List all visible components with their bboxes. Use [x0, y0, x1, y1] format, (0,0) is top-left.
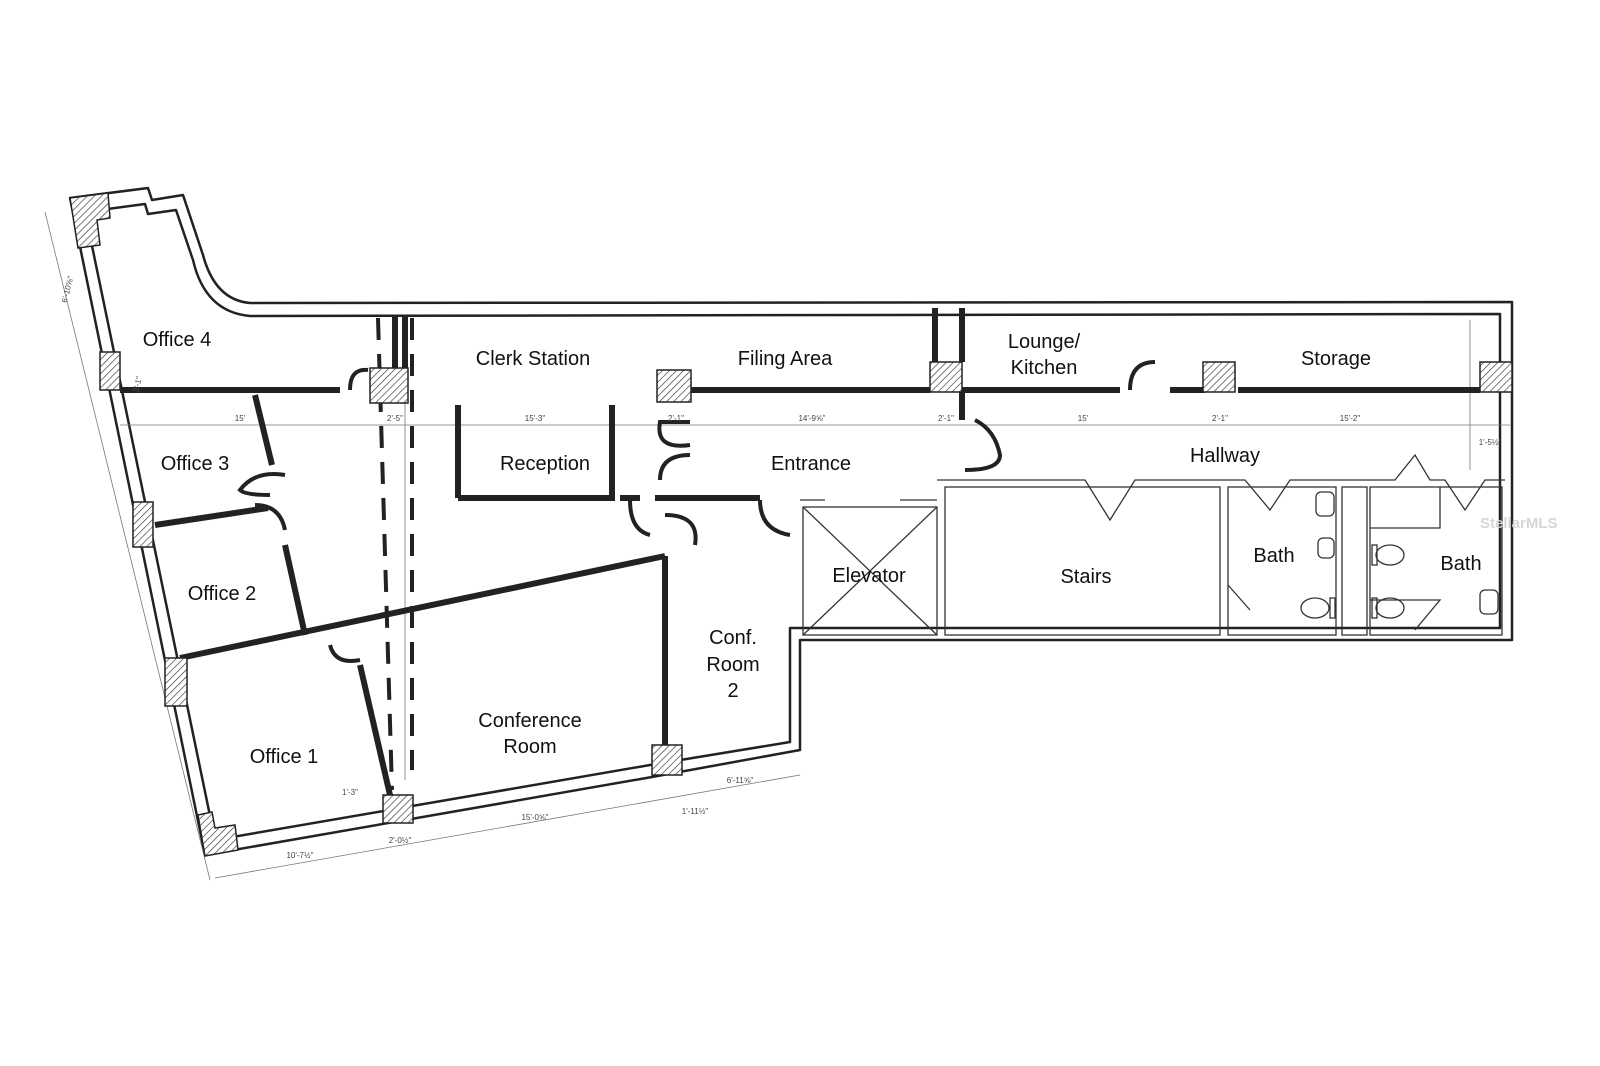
dimension-label: 2'-0½" [389, 836, 412, 845]
sink-icon [1317, 537, 1335, 559]
room-label-hallway: Hallway [1190, 445, 1260, 467]
room-label-conference-room: Conference [478, 710, 581, 732]
room-label-clerk-station: Clerk Station [476, 348, 591, 370]
toilet-icon [1371, 544, 1405, 566]
structural-columns [69, 192, 1513, 857]
room-label-lounge: Lounge/ [1008, 331, 1081, 353]
room-label-conf-room-2-line2: Room [706, 654, 759, 676]
dimension-lines [44, 211, 1510, 881]
dimension-label: 3'-1" [131, 375, 144, 393]
room-label-conf-room-2-line3: 2 [727, 680, 738, 702]
dimension-label: 15'-2" [1340, 414, 1361, 423]
room-label-office-2: Office 2 [188, 583, 257, 605]
dimension-label: 15'-0⅝" [521, 813, 548, 822]
sink-icon [1479, 589, 1499, 615]
room-labels: Office 4 Clerk Station Filing Area Loung… [143, 329, 1482, 768]
dimension-label: 1'-3" [342, 788, 358, 797]
dimension-label: 2'-1" [1212, 414, 1228, 423]
room-label-bath-1: Bath [1253, 545, 1294, 567]
room-label-stairs: Stairs [1060, 566, 1111, 588]
dimension-label: 6'-10⅝" [60, 275, 75, 304]
dimension-label: 2'-1" [668, 414, 684, 423]
room-label-elevator: Elevator [832, 565, 906, 587]
room-label-storage: Storage [1301, 348, 1371, 370]
dimension-label: 1'-11½" [682, 807, 709, 816]
dimension-label: 15'-3" [525, 414, 546, 423]
room-label-reception: Reception [500, 453, 590, 475]
dimension-label: 2'-1" [938, 414, 954, 423]
door-swings [237, 360, 1156, 663]
core-rooms [800, 453, 1505, 636]
toilet-icon [1300, 597, 1336, 619]
dimension-label: 15' [1078, 414, 1089, 423]
room-label-entrance: Entrance [771, 453, 851, 475]
dimension-label: 2'-5" [387, 414, 403, 423]
room-label-kitchen: Kitchen [1011, 357, 1078, 379]
toilet-icon [1371, 597, 1405, 619]
room-label-conf-room-2: Conf. [709, 627, 757, 649]
room-label-bath-2: Bath [1440, 553, 1481, 575]
dimension-label: 1'-5½" [1479, 438, 1502, 447]
room-label-office-3: Office 3 [161, 453, 230, 475]
room-label-filing-area: Filing Area [738, 348, 833, 370]
dimension-label: 6'-11⅝" [727, 776, 754, 785]
exterior-walls [68, 186, 1514, 857]
sink-icon [1315, 491, 1335, 517]
room-label-office-4: Office 4 [143, 329, 212, 351]
dimension-label: 14'-9⅝" [798, 414, 825, 423]
dimension-labels: 15' 2'-5" 15'-3" 2'-1" 14'-9⅝" 2'-1" 15'… [60, 275, 1502, 860]
dimension-label: 15' [235, 414, 246, 423]
dimension-label: 10'-7½" [286, 851, 313, 860]
interior-walls [120, 308, 1480, 796]
watermark: StellarMLS [1480, 515, 1558, 532]
room-label-conference-room-line2: Room [503, 736, 556, 758]
room-label-office-1: Office 1 [250, 746, 319, 768]
